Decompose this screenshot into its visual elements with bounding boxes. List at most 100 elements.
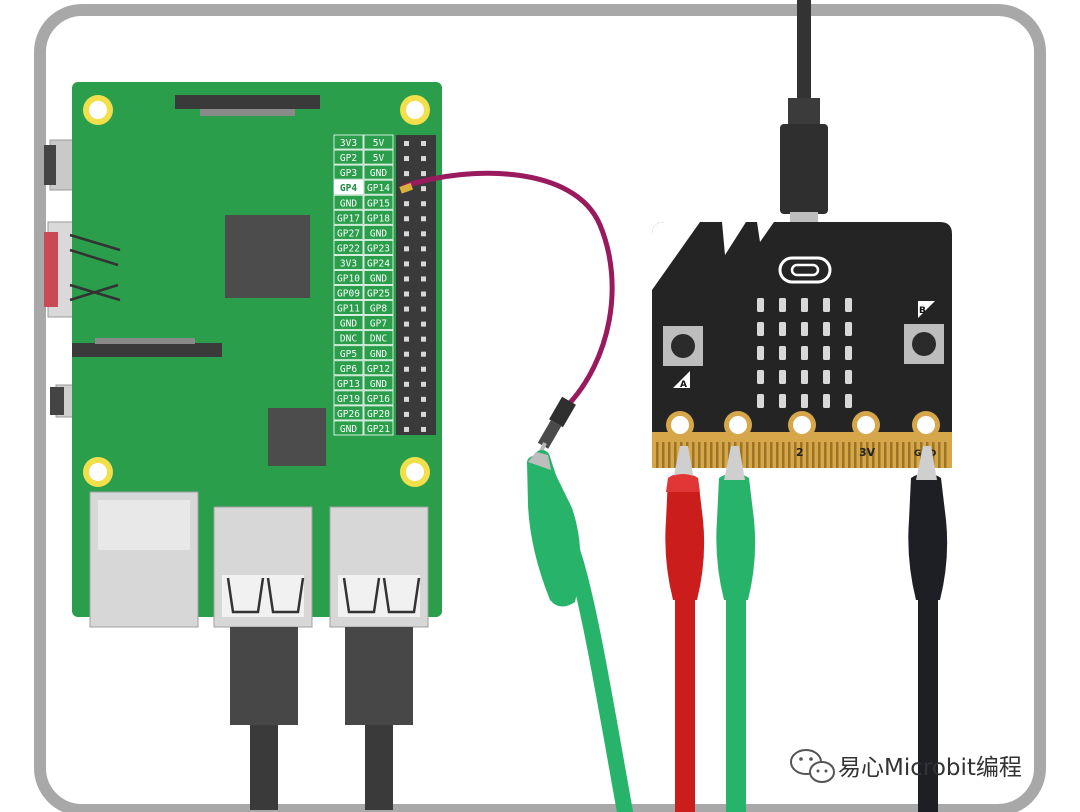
pin-label-box	[363, 224, 394, 240]
edge-stripe	[866, 442, 869, 468]
gpio-pin	[421, 276, 426, 282]
alligator-clip-green	[716, 446, 756, 812]
led	[801, 322, 808, 336]
edge-stripe	[782, 442, 785, 468]
button-b-label: B	[919, 306, 926, 316]
button-a[interactable]	[663, 326, 703, 366]
usb-port-pair-left	[213, 506, 313, 628]
pin-label-box	[363, 330, 394, 346]
pin-label: GP19	[337, 394, 360, 405]
gpio-pin	[404, 351, 409, 357]
pin-label: GP16	[367, 394, 390, 405]
wechat-icon	[790, 749, 835, 783]
alligator-clip-red	[665, 446, 705, 812]
edge-stripe	[944, 442, 947, 468]
pin-label-box	[363, 405, 394, 421]
audio-jack-tab	[50, 387, 64, 415]
gpio-pin	[421, 171, 426, 177]
gpio-pin	[404, 291, 409, 297]
edge-stripe	[854, 442, 857, 468]
button-a-label-bg	[673, 371, 690, 388]
led	[757, 298, 764, 312]
edge-pad-hole	[793, 416, 811, 434]
pin-label: GND	[370, 349, 387, 360]
led	[823, 298, 830, 312]
pin-label: GP14	[367, 183, 390, 194]
pin-label: GP25	[367, 289, 390, 300]
edge-stripe	[764, 442, 767, 468]
pin-label-box	[333, 149, 364, 165]
gpio-pin	[404, 141, 409, 146]
mount-hole-top-left-inner	[89, 101, 107, 119]
edge-stripe	[812, 442, 815, 468]
display-connector-slot	[200, 109, 295, 116]
pin-label-box	[333, 239, 364, 255]
edge-pad-hole	[729, 416, 747, 434]
led	[845, 346, 852, 360]
edge-pad-hole	[857, 416, 875, 434]
pin-label-box	[363, 360, 394, 376]
button-b[interactable]	[904, 324, 944, 364]
button-a-label: A	[680, 380, 687, 390]
pin-label: GP18	[367, 213, 390, 224]
pin-label-box	[363, 254, 394, 270]
edge-stripe	[794, 442, 797, 468]
led	[779, 370, 786, 384]
edge-stripe	[938, 442, 941, 468]
pin-label: GP5	[340, 349, 357, 360]
edge-stripe	[704, 442, 707, 468]
ethernet-port	[89, 491, 199, 628]
edge-stripe	[890, 442, 893, 468]
gpio-pin	[421, 201, 426, 207]
edge-stripe	[848, 442, 851, 468]
led	[779, 394, 786, 408]
pin-label-box	[363, 134, 394, 150]
pin-label-box	[363, 375, 394, 391]
pin-label-box	[333, 390, 364, 406]
mount-hole-top-right-inner	[406, 101, 424, 119]
microbit-usb-cable	[780, 0, 828, 224]
edge-pad-hole	[917, 416, 935, 434]
pin-label-box	[363, 420, 394, 436]
edge-stripe	[758, 442, 761, 468]
gpio-pin	[421, 396, 426, 402]
gpio-pin	[404, 366, 409, 372]
gpio-pin	[404, 261, 409, 267]
gpio-pin	[421, 321, 426, 327]
gpio-pin	[421, 156, 426, 162]
edge-stripe	[842, 442, 845, 468]
pin-label: GND	[370, 228, 387, 239]
led	[845, 298, 852, 312]
gpio-pin	[421, 141, 426, 146]
edge-stripe	[884, 442, 887, 468]
led	[801, 394, 808, 408]
led	[845, 370, 852, 384]
button-b-label-bg	[918, 301, 935, 318]
gpio-pin	[421, 306, 426, 312]
led	[845, 394, 852, 408]
gpio-pin	[404, 306, 409, 312]
edge-stripe	[674, 442, 677, 468]
pin-label-box	[333, 179, 364, 195]
gpio-pin	[421, 291, 426, 297]
pin-label-box	[333, 420, 364, 436]
camera-connector	[72, 343, 222, 357]
edge-stripe	[800, 442, 803, 468]
watermark: 易心Microbit编程	[790, 749, 1022, 783]
pin-label: GP4	[340, 183, 357, 194]
edge-stripe	[716, 442, 719, 468]
gpio-pin	[421, 351, 426, 357]
hdmi-port-tab	[44, 232, 58, 307]
led	[801, 370, 808, 384]
pin-label: GP13	[337, 379, 360, 390]
pin-label: GP24	[367, 258, 390, 269]
pin-label: GP12	[367, 364, 390, 375]
jumper-wire-pin-end	[399, 182, 414, 194]
gpio-pin	[421, 261, 426, 267]
pin-label-box	[333, 134, 364, 150]
gpio-pin	[421, 381, 426, 387]
pin-label: DNC	[370, 334, 387, 345]
led	[779, 298, 786, 312]
pi-usb-cables	[230, 627, 413, 810]
pin-label: GP8	[370, 304, 387, 315]
